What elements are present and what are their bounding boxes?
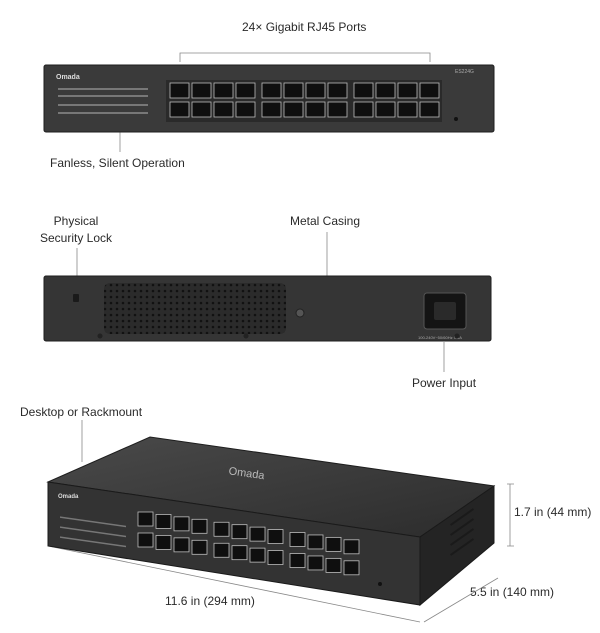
rear-view: 100-240V~50/60Hz 0.6A	[43, 275, 492, 342]
rj45-port-3d	[343, 539, 360, 555]
rj45-port-3d	[155, 535, 172, 550]
rj45-port	[353, 101, 374, 118]
perspective-ports	[137, 511, 360, 576]
ports-bracket-line	[179, 52, 431, 62]
height-dimension: 1.7 in (44 mm)	[514, 505, 592, 519]
ports-callout: 24× Gigabit RJ45 Ports	[242, 20, 367, 34]
rear-foot-right	[454, 333, 460, 339]
rj45-port-3d	[231, 545, 248, 561]
rj45-port	[261, 82, 282, 99]
fanless-callout: Fanless, Silent Operation	[50, 156, 185, 170]
led-indicators	[58, 88, 148, 114]
rj45-port	[213, 101, 234, 118]
power-input-callout: Power Input	[412, 376, 477, 390]
rj45-port-3d	[307, 555, 324, 571]
rj45-port	[375, 101, 396, 118]
power-socket-inner	[434, 302, 456, 320]
rj45-port	[235, 82, 256, 99]
led-indicators-3d	[60, 516, 126, 548]
rj45-port-3d	[325, 536, 342, 552]
rj45-port	[375, 82, 396, 99]
metal-casing-callout: Metal Casing	[290, 214, 361, 228]
front-logo-3d: Omada	[58, 494, 79, 500]
depth-dimension: 5.5 in (140 mm)	[470, 585, 555, 599]
callout-lines	[47, 52, 514, 623]
rj45-port	[419, 82, 440, 99]
rj45-port-3d	[343, 560, 360, 576]
perspective-view: Omada Omada	[46, 436, 496, 607]
rj45-port	[305, 82, 326, 99]
rj45-port-3d	[173, 516, 190, 532]
security-lock-slot	[73, 294, 79, 302]
rj45-port	[169, 101, 190, 118]
rj45-port-3d	[289, 532, 306, 547]
desktop-rackmount-callout: Desktop or Rackmount	[20, 405, 143, 419]
rj45-port	[213, 82, 234, 99]
rj45-port	[397, 82, 418, 99]
front-model: ES224G	[455, 69, 474, 75]
rj45-port	[305, 101, 326, 118]
rj45-port	[169, 82, 190, 99]
depth-line	[423, 577, 499, 623]
rj45-port-3d	[325, 557, 342, 573]
power-rating: 100-240V~50/60Hz 0.6A	[418, 335, 462, 340]
security-lock-line2: Security Lock	[39, 231, 113, 245]
height-line	[507, 483, 514, 547]
rj45-port-3d	[191, 518, 208, 534]
rj45-port	[397, 101, 418, 118]
width-line	[47, 545, 421, 623]
rj45-port-3d	[249, 547, 266, 563]
rj45-port-3d	[289, 553, 306, 568]
port-block	[166, 80, 442, 122]
rj45-port-3d	[191, 539, 208, 555]
front-logo: Omada	[56, 74, 80, 81]
security-lock-line1: Physical	[53, 214, 99, 228]
rj45-port	[327, 82, 348, 99]
rj45-port	[327, 101, 348, 118]
rj45-port-3d	[213, 542, 230, 558]
rj45-port-3d	[267, 550, 284, 565]
rj45-port	[353, 82, 374, 99]
reset-button-3d	[378, 582, 382, 586]
rj45-port-3d	[137, 532, 154, 548]
rj45-port	[261, 101, 282, 118]
rj45-port	[191, 101, 212, 118]
rj45-port-3d	[137, 511, 154, 527]
security-lock-callout: Physical Security Lock	[36, 214, 116, 245]
rj45-port-3d	[307, 534, 324, 550]
rj45-port-3d	[155, 514, 172, 529]
width-dimension: 11.6 in (294 mm)	[165, 594, 255, 608]
rj45-port	[235, 101, 256, 118]
rj45-port	[283, 82, 304, 99]
top-logo: Omada	[228, 465, 266, 482]
reset-button	[454, 117, 458, 121]
rj45-port-3d	[267, 529, 284, 544]
rj45-port	[191, 82, 212, 99]
rj45-port-3d	[173, 537, 190, 553]
rear-foot-left	[97, 333, 103, 339]
side-vent-slots	[449, 508, 475, 556]
ventilation-grille	[104, 283, 286, 334]
rear-foot-mid	[243, 333, 249, 339]
rj45-port-3d	[249, 526, 266, 542]
front-ports	[169, 82, 440, 118]
rj45-port-3d	[213, 521, 230, 537]
ground-screw	[295, 308, 305, 318]
rj45-port	[419, 101, 440, 118]
rj45-port	[283, 101, 304, 118]
rj45-port-3d	[231, 524, 248, 540]
front-view: Omada ES224G	[43, 64, 495, 133]
